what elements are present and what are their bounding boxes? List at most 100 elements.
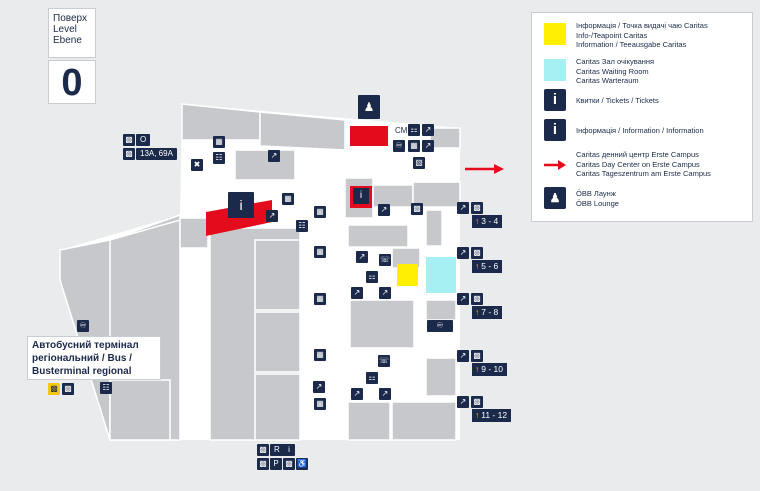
lift-icon: ▦ xyxy=(282,193,294,205)
shop-block xyxy=(425,209,443,247)
bus-icon: ▩ xyxy=(48,383,60,395)
legend-item-waiting-room: Caritas Зал очікування Caritas Waiting R… xyxy=(576,57,654,86)
platform-label: 7 - 8 xyxy=(481,307,499,317)
legend-line: Information / Teeausgabe Caritas xyxy=(576,40,687,49)
lift-icon: ▦ xyxy=(314,398,326,410)
no-entry-icon: ✖ xyxy=(191,159,203,171)
bus-terminal-line: регіональний / Bus / xyxy=(32,353,132,364)
shop-block xyxy=(234,149,296,181)
cm-label: CM xyxy=(395,126,408,135)
bus-lines-label: 13A, 69A xyxy=(136,148,177,160)
info-icon: i xyxy=(283,444,295,456)
train-icon: ▩ xyxy=(471,350,483,362)
level-number: 0 xyxy=(48,60,96,104)
r-line-label: R xyxy=(270,444,284,456)
legend-line: Caritas Зал очікування xyxy=(576,57,655,66)
ticket-info-icon: i xyxy=(228,192,254,218)
escalator-icon: ↗ xyxy=(422,124,434,136)
escalator-icon: ↗ xyxy=(351,287,363,299)
bus-terminal-label: Автобусний термінал регіональний / Bus /… xyxy=(27,336,161,380)
ticket-info-icon: i xyxy=(544,89,566,111)
legend-item-tickets: Квитки / Tickets / Tickets xyxy=(576,96,659,106)
ticket-machine-icon: ☷ xyxy=(213,152,225,164)
escalator-icon: ↗ xyxy=(378,204,390,216)
legend-line: Інформація / Точка видачі чаю Caritas xyxy=(576,21,708,30)
escalator-icon: ↗ xyxy=(313,381,325,393)
train-icon: ▩ xyxy=(471,247,483,259)
shop-block xyxy=(109,379,171,441)
shop-block xyxy=(179,217,209,249)
toilet-icon: ♾ xyxy=(77,320,89,332)
legend-item-teapoint: Інформація / Точка видачі чаю Caritas In… xyxy=(576,21,708,50)
oebb-lounge-icon: ♟ xyxy=(544,187,566,209)
accessible-icon: ♿ xyxy=(296,458,308,470)
shop-block xyxy=(425,357,457,397)
lift-icon: ▦ xyxy=(213,136,225,148)
legend: Інформація / Точка видачі чаю Caritas In… xyxy=(531,12,753,222)
red-arrow-icon xyxy=(465,164,504,174)
shop-block xyxy=(425,299,457,321)
level-indicator: Поверх Level Ebene 0 xyxy=(48,8,96,104)
platform-label: 9 - 10 xyxy=(481,364,503,374)
bus-icon: ▩ xyxy=(411,203,423,215)
phone-icon: ☏ xyxy=(379,254,391,266)
bus-terminal-line: Busterminal regional xyxy=(32,366,132,377)
shop-block xyxy=(391,401,457,441)
taxi-icon: ▩ xyxy=(283,458,295,470)
caritas-teapoint-swatch xyxy=(544,23,566,45)
legend-item-information: Інформація / Information / Information xyxy=(576,126,704,136)
locker-icon: ▧ xyxy=(413,157,425,169)
legend-line: Info-/Teapoint Caritas xyxy=(576,30,648,40)
information-icon: i xyxy=(353,188,369,204)
legend-line: Квитки / Tickets / Tickets xyxy=(576,96,659,105)
bus-icon: ▩ xyxy=(257,458,269,470)
phone-icon: ☏ xyxy=(378,355,390,367)
legend-item-erste-campus: Caritas денний центр Erste Campus Carita… xyxy=(576,150,711,179)
legend-line: ÖBB Lounge xyxy=(576,198,619,208)
ticket-office xyxy=(206,200,272,236)
escalator-icon: ↗ xyxy=(266,210,278,222)
train-icon: ▩ xyxy=(471,293,483,305)
shop-block xyxy=(349,299,415,349)
parking-icon: P xyxy=(270,458,282,470)
caritas-waiting-room-swatch xyxy=(544,59,566,81)
information-icon: i xyxy=(544,119,566,141)
escalator-icon: ↗ xyxy=(457,202,469,214)
bus-terminal-line: Автобусний термінал xyxy=(32,340,139,351)
ticket-machine-icon: ☷ xyxy=(296,220,308,232)
train-icon: ▩ xyxy=(471,396,483,408)
red-arrow-icon xyxy=(544,160,566,170)
escalator-icon: ↗ xyxy=(457,396,469,408)
legend-line: Caritas Warteraum xyxy=(576,76,639,85)
legend-line: Caritas Day Center on Erste Campus xyxy=(576,159,700,169)
level-label-de: Ebene xyxy=(53,35,82,46)
shop-block xyxy=(347,401,391,441)
shop-block xyxy=(181,103,261,141)
legend-line: Caritas Waiting Room xyxy=(576,66,649,76)
shop-block xyxy=(259,111,346,151)
legend-item-oebb-lounge: ÖBB Лаунж ÖBB Lounge xyxy=(576,189,619,208)
level-label: Поверх Level Ebene xyxy=(48,8,96,58)
escalator-icon: ↗ xyxy=(422,140,434,152)
escalator-icon: ↗ xyxy=(268,150,280,162)
escalator-icon: ↗ xyxy=(457,350,469,362)
level-label-en: Level xyxy=(53,24,77,35)
shop-block xyxy=(254,311,301,373)
caritas-teapoint xyxy=(397,264,418,286)
caritas-waiting-room xyxy=(426,257,456,293)
legend-line: Caritas Tageszentrum am Erste Campus xyxy=(576,169,711,178)
shop-block xyxy=(254,239,301,311)
platform-label: 11 - 12 xyxy=(481,410,508,420)
platform-3-4: ↑3 - 4 xyxy=(472,215,503,228)
platform-11-12: ↑11 - 12 xyxy=(472,409,512,422)
escalator-icon: ↗ xyxy=(351,388,363,400)
platform-label: 3 - 4 xyxy=(481,216,499,226)
lift-icon: ▦ xyxy=(408,140,420,152)
train-icon: ▩ xyxy=(257,444,269,456)
shop-icon: ⚏ xyxy=(366,372,378,384)
shop-block xyxy=(429,127,461,149)
escalator-icon: ↗ xyxy=(457,247,469,259)
lift-icon: ▦ xyxy=(314,206,326,218)
ticket-machine-icon: ☷ xyxy=(100,382,112,394)
lift-icon: ▦ xyxy=(314,246,326,258)
